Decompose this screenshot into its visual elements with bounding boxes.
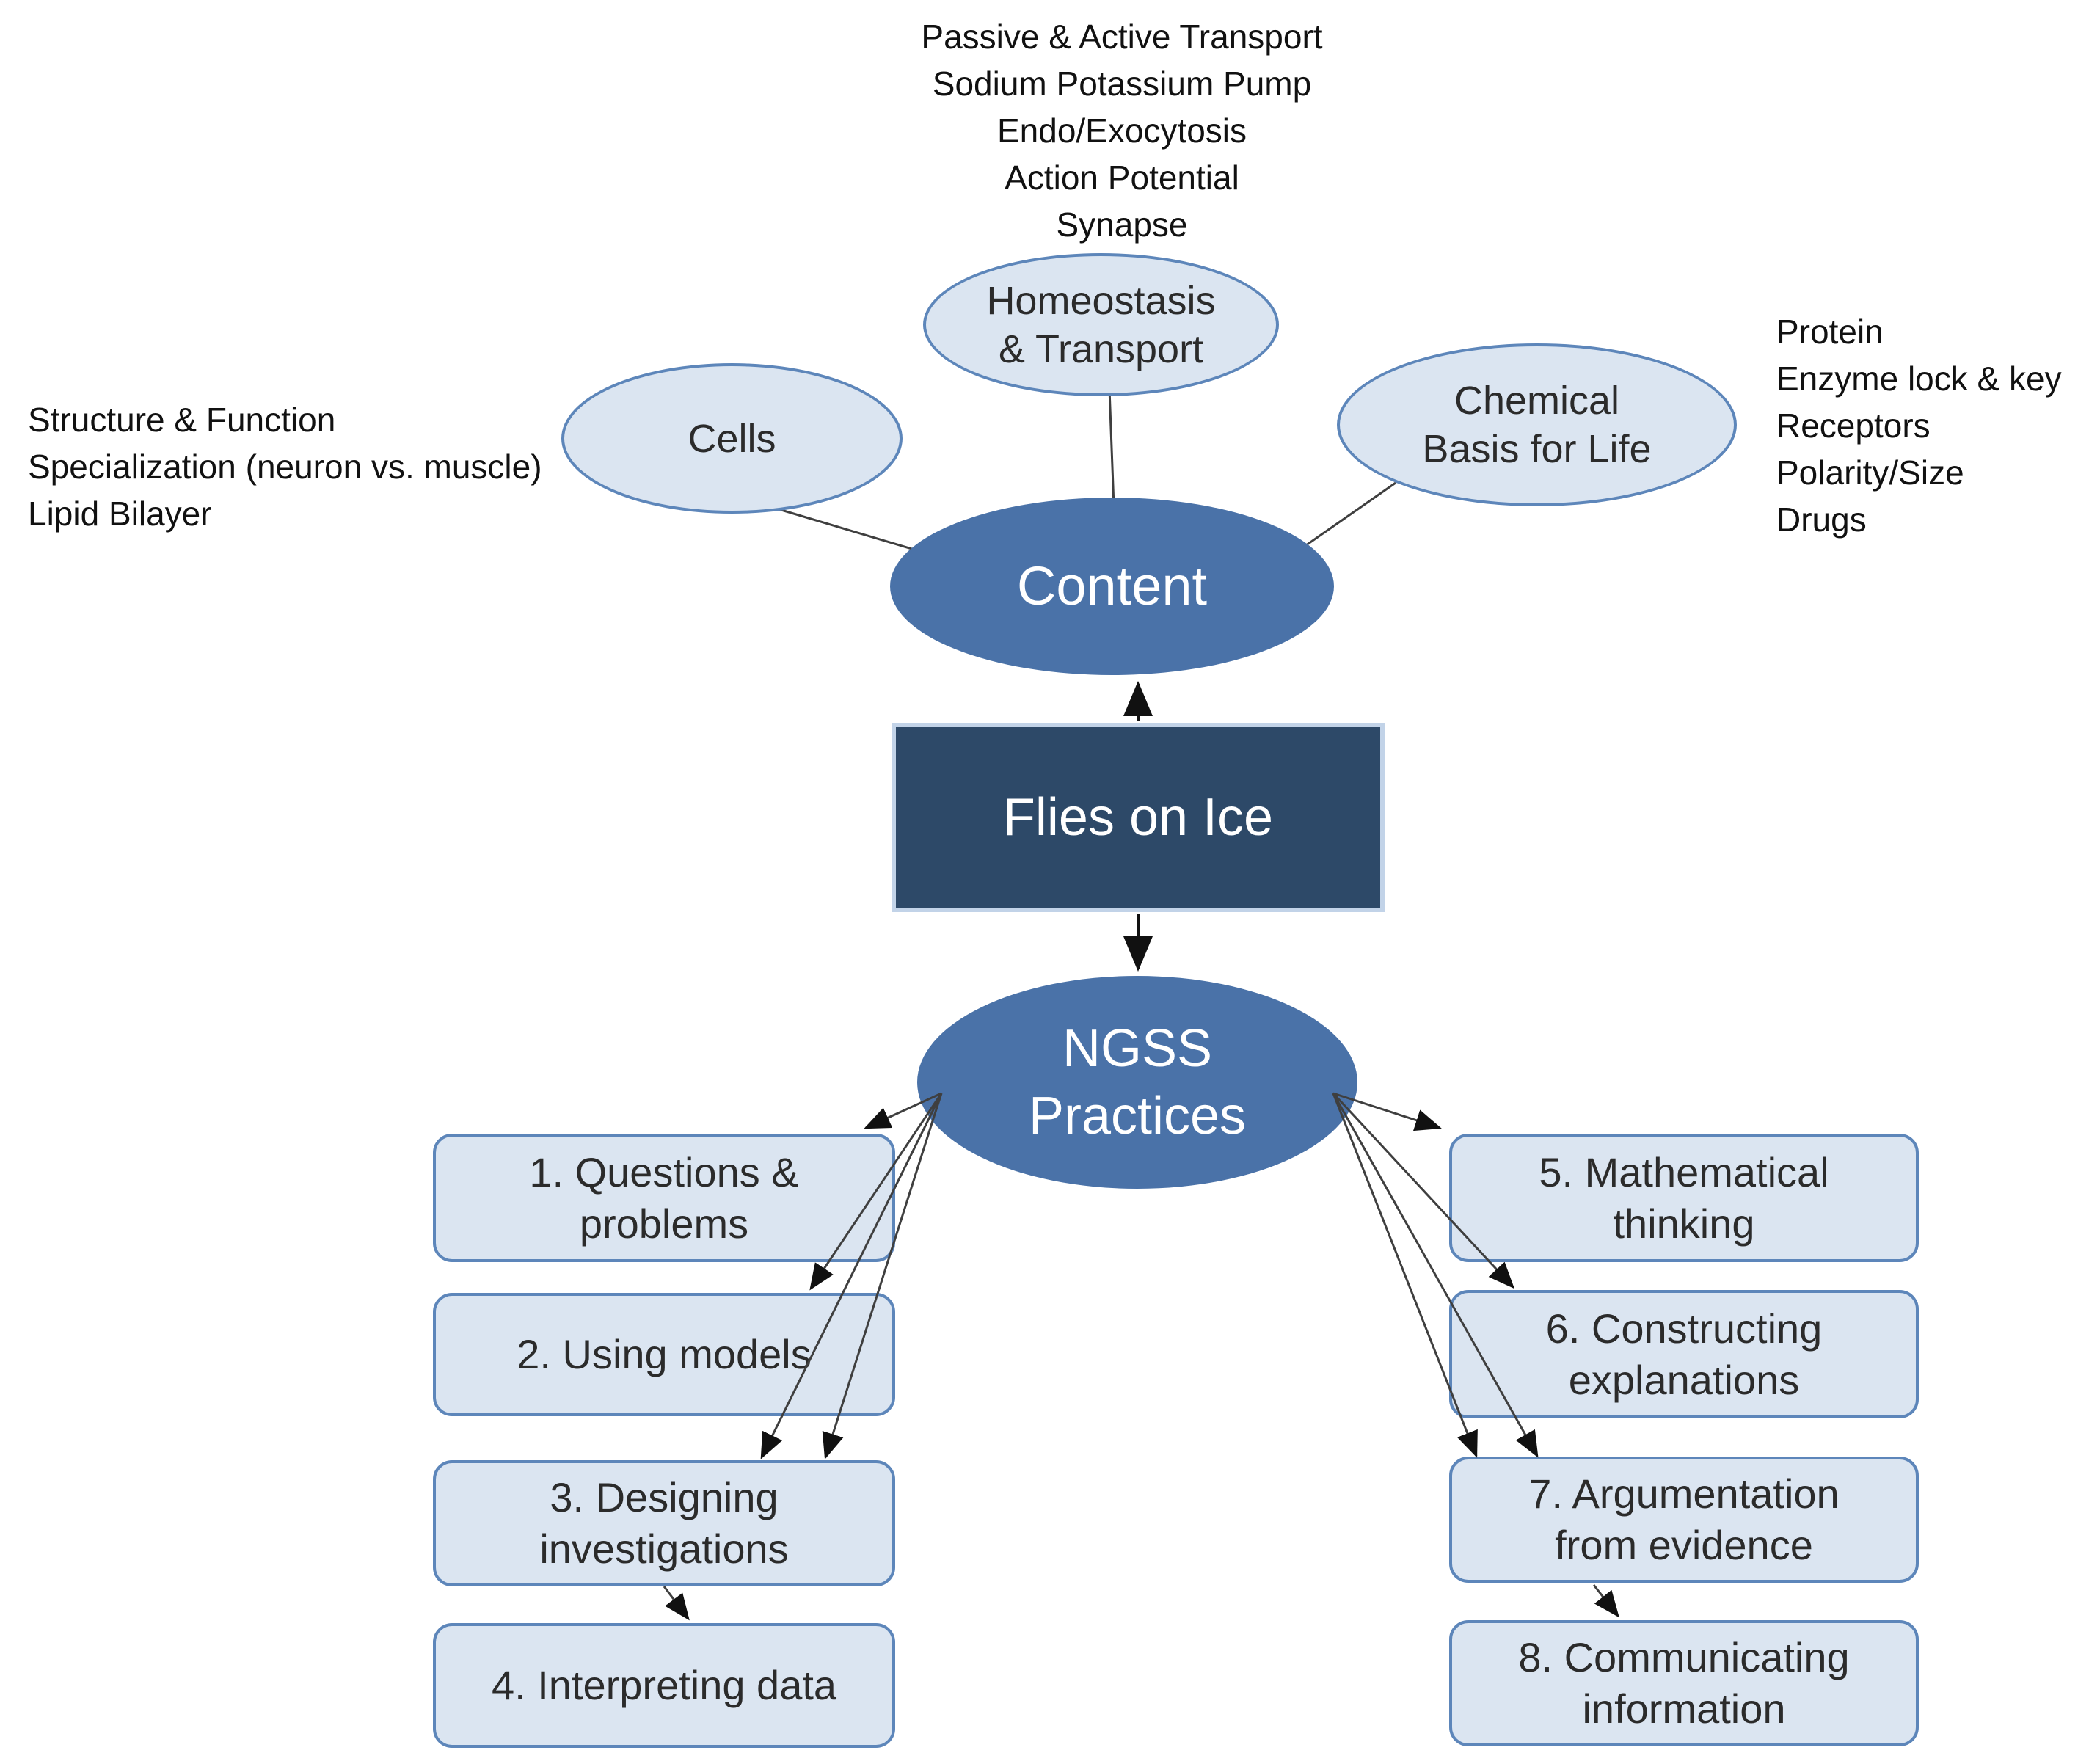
practice-label: 6. Constructing (1545, 1305, 1823, 1352)
annotation-chemical-topics: Protein Enzyme lock & key Receptors Pola… (1776, 308, 2062, 543)
node-label: Practices (1028, 1087, 1247, 1145)
annotation-line: Action Potential (1005, 158, 1239, 197)
practice-label: problems (579, 1200, 749, 1247)
node-label: Flies on Ice (1002, 788, 1274, 847)
practice-label: 4. Interpreting data (491, 1662, 837, 1708)
annotation-line: Polarity/Size (1776, 453, 1964, 492)
annotation-line: Specialization (neuron vs. muscle) (28, 448, 542, 486)
annotation-line: Lipid Bilayer (28, 495, 212, 533)
practice-box-6: 6. Constructing explanations (1449, 1290, 1919, 1418)
annotation-line: Enzyme lock & key (1776, 360, 2062, 398)
node-label: Content (1016, 555, 1208, 616)
node-flies-on-ice: Flies on Ice (892, 723, 1385, 912)
practice-label: 1. Questions & (529, 1148, 799, 1195)
practice-label: from evidence (1555, 1522, 1813, 1568)
node-ngss-practices: NGSS Practices (917, 976, 1357, 1189)
practice-label: thinking (1613, 1200, 1755, 1247)
annotation-cells-topics: Structure & Function Specialization (neu… (28, 396, 542, 537)
annotation-line: Sodium Potassium Pump (932, 65, 1312, 103)
practice-box-2: 2. Using models (433, 1293, 895, 1416)
practice-label: 2. Using models (517, 1331, 812, 1377)
node-homeostasis-transport: Homeostasis & Transport (923, 253, 1279, 396)
practice-label: 8. Communicating (1518, 1634, 1850, 1680)
practice-box-3: 3. Designing investigations (433, 1460, 895, 1586)
node-label: NGSS (1062, 1019, 1213, 1078)
practice-label: investigations (539, 1526, 789, 1572)
node-content: Content (890, 498, 1334, 675)
node-label: Homeostasis (986, 278, 1216, 323)
practice-label: 7. Argumentation (1528, 1470, 1840, 1517)
practice-label: information (1582, 1685, 1786, 1732)
annotation-transport-topics: Passive & Active Transport Sodium Potass… (825, 13, 1419, 248)
practice-label: explanations (1568, 1356, 1800, 1403)
annotation-line: Drugs (1776, 500, 1867, 539)
node-label: Chemical (1454, 379, 1620, 423)
annotation-line: Receptors (1776, 407, 1931, 445)
node-cells: Cells (561, 363, 903, 514)
node-label: Basis for Life (1422, 427, 1652, 471)
node-label: & Transport (998, 327, 1204, 371)
annotation-line: Protein (1776, 313, 1884, 351)
annotation-line: Structure & Function (28, 401, 336, 439)
annotation-line: Endo/Exocytosis (996, 112, 1247, 150)
practice-box-5: 5. Mathematical thinking (1449, 1134, 1919, 1262)
node-chemical-basis: Chemical Basis for Life (1337, 343, 1737, 506)
practice-label: 3. Designing (550, 1474, 779, 1520)
practice-label: 5. Mathematical (1539, 1148, 1829, 1195)
practice-box-1: 1. Questions & problems (433, 1134, 895, 1262)
node-label: Cells (688, 416, 776, 461)
annotation-line: Passive & Active Transport (921, 18, 1323, 56)
annotation-line: Synapse (1056, 205, 1188, 244)
practice-box-8: 8. Communicating information (1449, 1620, 1919, 1746)
practice-box-4: 4. Interpreting data (433, 1623, 895, 1748)
practice-box-7: 7. Argumentation from evidence (1449, 1457, 1919, 1583)
